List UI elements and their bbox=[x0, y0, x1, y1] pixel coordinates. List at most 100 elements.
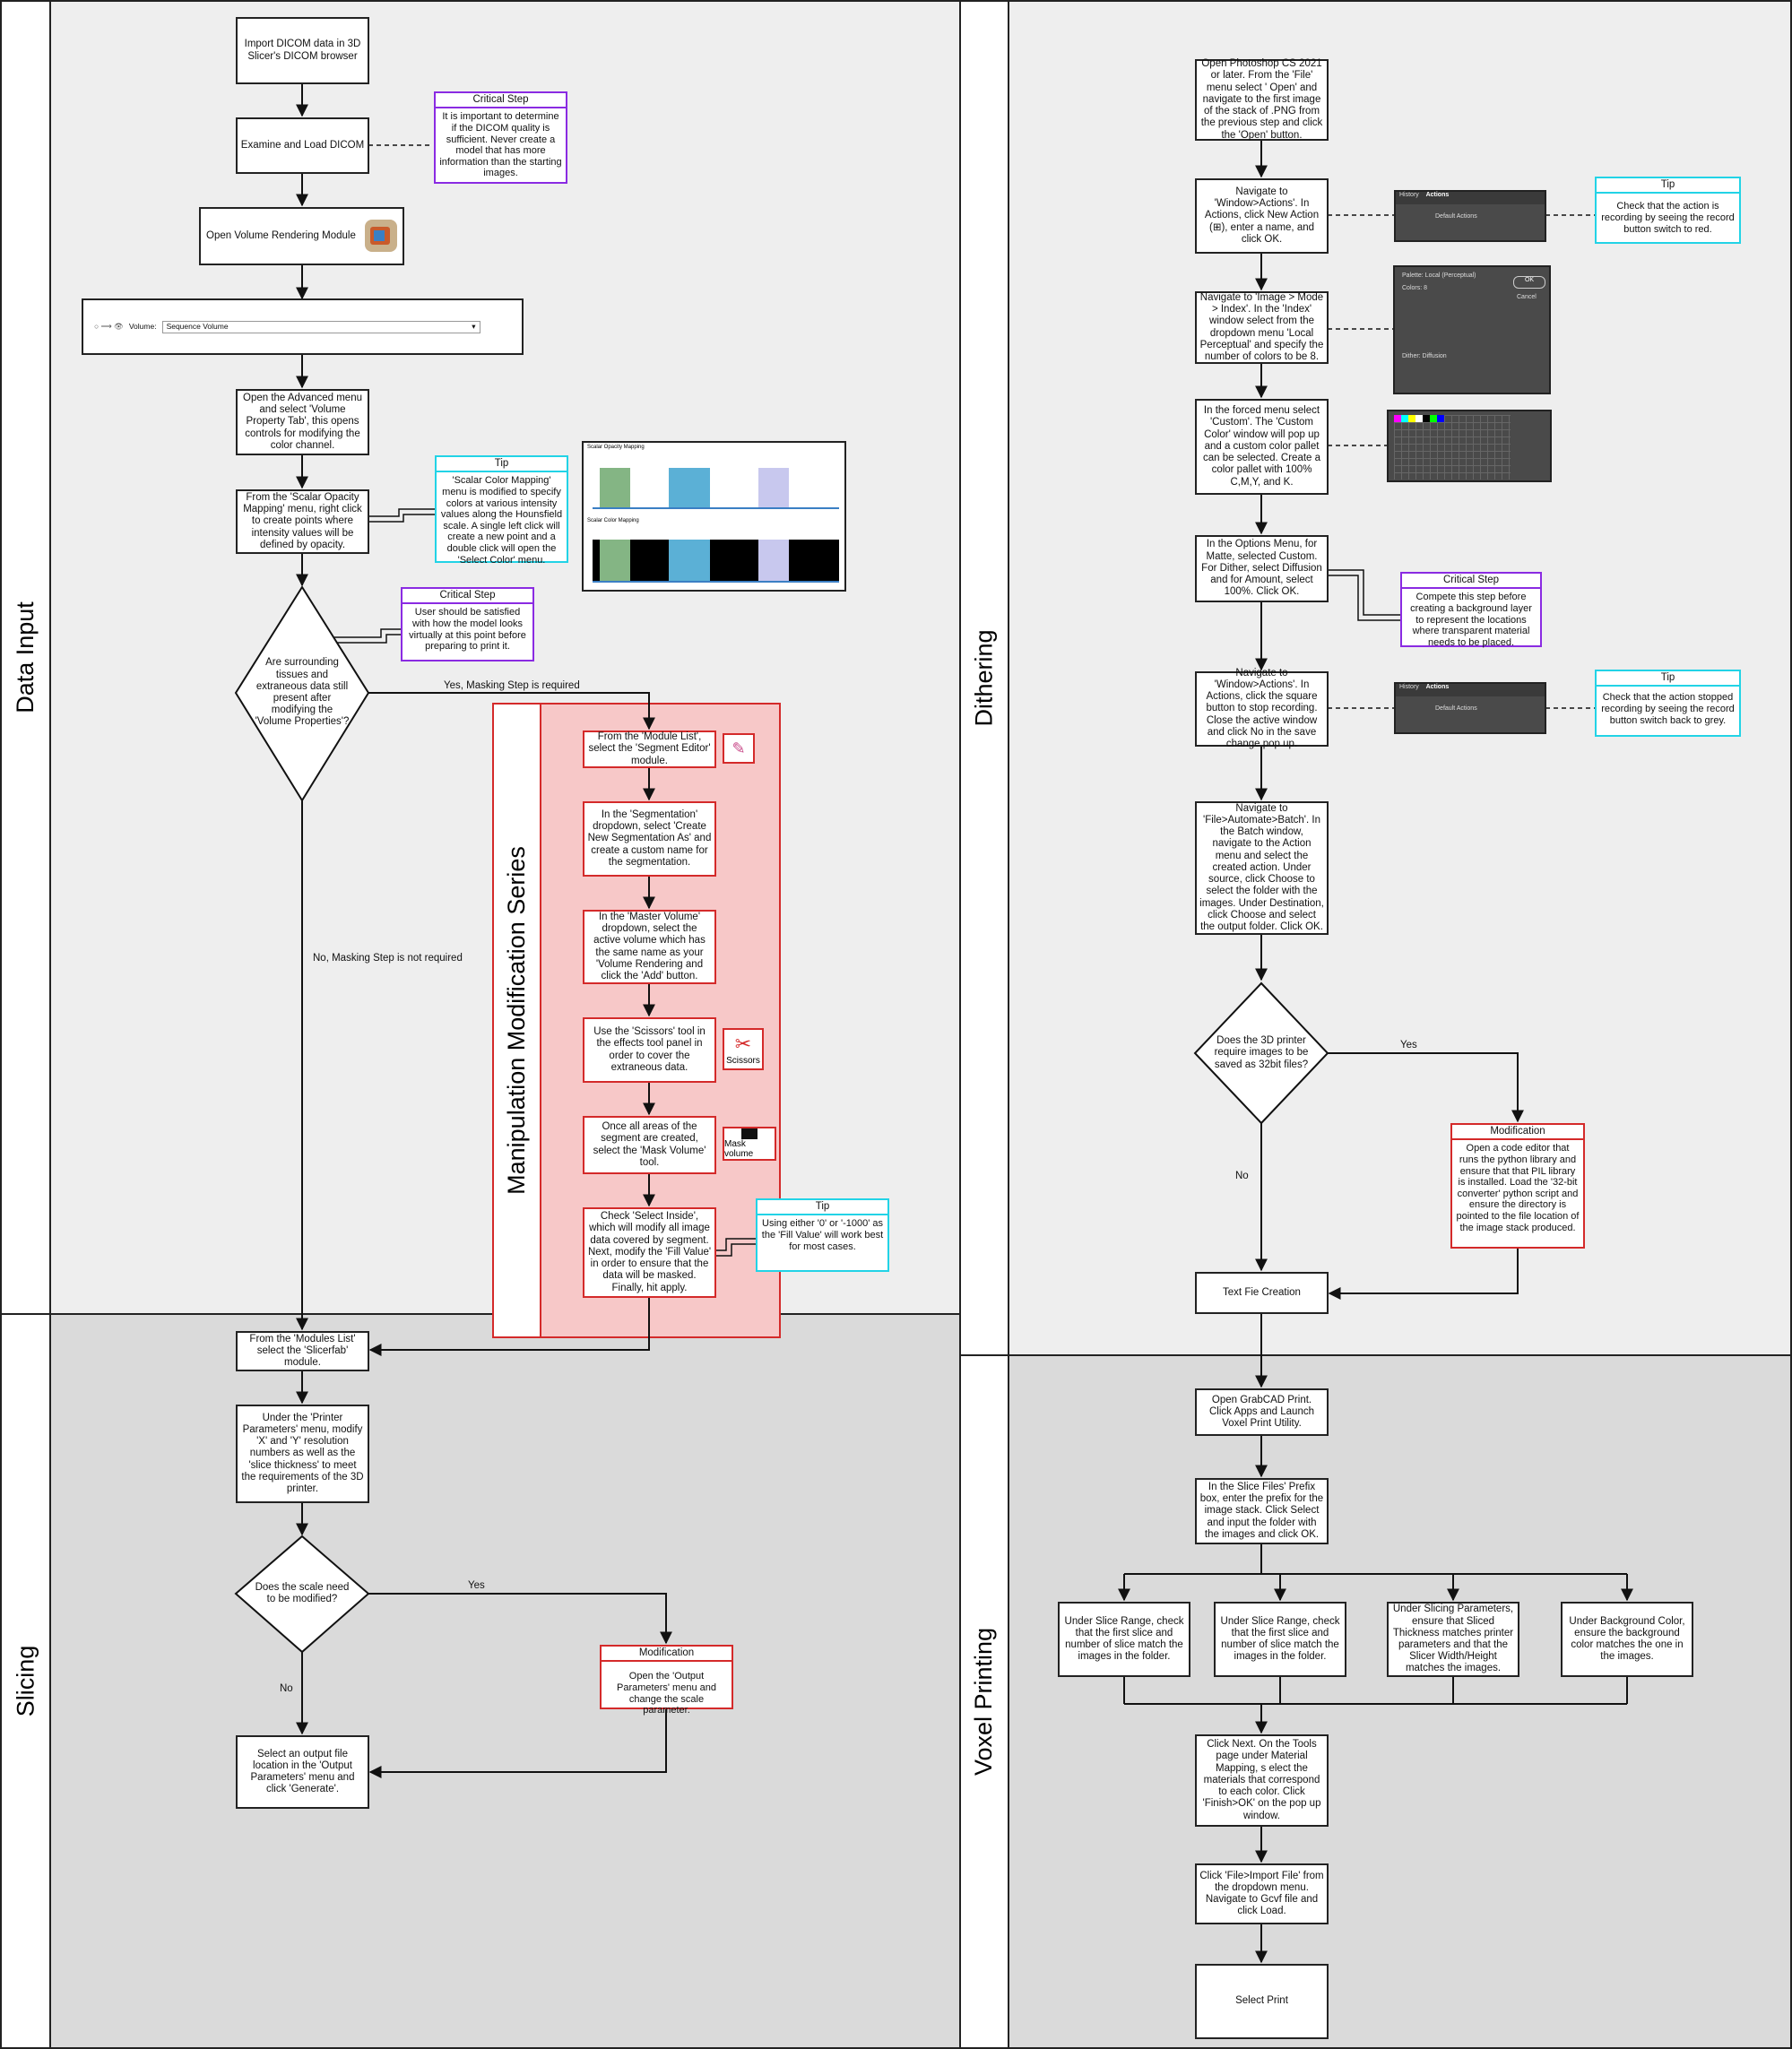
manip-step-scissors: Use the 'Scissors' tool in the effects t… bbox=[583, 1017, 716, 1083]
chevron-down-icon: ▾ bbox=[472, 321, 476, 331]
actions-panel-screenshot: History Actions Default Actions bbox=[1394, 190, 1546, 242]
volume-dropdown[interactable]: Sequence Volume ▾ bbox=[161, 320, 480, 333]
color-swatch-lavender bbox=[758, 540, 789, 581]
step-examine-load-dicom: Examine and Load DICOM bbox=[236, 117, 369, 174]
modification-note-scale: Modification Open the 'Output Parameters… bbox=[600, 1645, 733, 1716]
edge-label-no-masking: No, Masking Step is not required bbox=[313, 953, 463, 964]
color-swatch-green bbox=[600, 468, 630, 507]
edge-label-no-scale: No bbox=[280, 1683, 293, 1694]
dither-step-stop-recording: Navigate to 'Window>Actions'. In Actions… bbox=[1195, 668, 1329, 749]
note-body: Compete this step before creating a back… bbox=[1410, 592, 1532, 648]
manip-step-segmentation: In the 'Segmentation' dropdown, select '… bbox=[583, 801, 716, 877]
manipulation-series-label: Manipulation Modification Series bbox=[492, 703, 541, 1338]
decision-surrounding-tissues bbox=[234, 585, 370, 802]
voxel-step-material-mapping: Click Next. On the Tools page under Mate… bbox=[1195, 1734, 1329, 1827]
voxel-step-slice-prefix: In the Slice Files' Prefix box, enter th… bbox=[1195, 1478, 1329, 1544]
cancel-button[interactable]: Cancel bbox=[1517, 294, 1537, 300]
color-swatch-lavender bbox=[758, 468, 789, 507]
note-link bbox=[334, 628, 401, 638]
manip-step-mask-volume: Once all areas of the segment are create… bbox=[583, 1116, 716, 1174]
modification-note-32bit: Modification Open a code editor that run… bbox=[1450, 1123, 1585, 1249]
critical-step-note-3: Critical Step Compete this step before c… bbox=[1400, 572, 1542, 648]
edge-from-modification-2 bbox=[1328, 1249, 1519, 1300]
dither-step-open-photoshop: Open Photoshop CS 2021 or later. From th… bbox=[1195, 58, 1329, 141]
note-link bbox=[334, 634, 401, 644]
edge-yes-scale bbox=[368, 1593, 672, 1645]
color-swatch-blue bbox=[669, 468, 710, 507]
color-swatch-blue bbox=[669, 540, 710, 581]
edge-label-yes-scale: Yes bbox=[468, 1580, 485, 1591]
eye-toggle-icon[interactable]: ○ ⟶ 👁 bbox=[94, 321, 124, 331]
volume-dropdown-value: Sequence Volume bbox=[166, 321, 229, 331]
dither-step-batch: Navigate to 'File>Automate>Batch'. In th… bbox=[1195, 801, 1329, 935]
actions-tab[interactable]: Actions bbox=[1425, 684, 1450, 690]
scalar-opacity-caption: Scalar Opacity Mapping bbox=[587, 445, 645, 450]
scalar-color-caption: Scalar Color Mapping bbox=[587, 518, 639, 523]
dither-step-image-mode: Navigate to 'Image > Mode > Index'. In t… bbox=[1195, 291, 1329, 364]
history-tab[interactable]: History bbox=[1399, 684, 1419, 690]
edge-yes-masking bbox=[368, 692, 655, 731]
critical-step-note-2: Critical Step User should be satisfied w… bbox=[401, 587, 534, 661]
dither-step-custom-palette: In the forced menu select 'Custom'. The … bbox=[1195, 399, 1329, 495]
decision-32bit-text: Does the 3D printer require images to be… bbox=[1214, 1035, 1309, 1070]
colors-field: Colors: 8 bbox=[1402, 285, 1428, 291]
note-title: Modification bbox=[602, 1647, 732, 1663]
actions-panel-tabs: History Actions bbox=[1396, 684, 1545, 696]
step-open-volume-rendering-label: Open Volume Rendering Module bbox=[206, 229, 356, 241]
dither-step-text-file-creation: Text Fie Creation bbox=[1195, 1272, 1329, 1314]
default-actions-row[interactable]: Default Actions bbox=[1435, 213, 1477, 220]
critical-step-note-1: Critical Step It is important to determi… bbox=[434, 91, 567, 184]
note-body: Check that the action stopped recording … bbox=[1601, 692, 1735, 726]
mask-volume-icon-label: Mask volume bbox=[724, 1139, 754, 1159]
lane-voxel-printing bbox=[959, 1354, 1792, 2049]
actions-panel-screenshot-2: History Actions Default Actions bbox=[1394, 682, 1546, 734]
voxel-step-background-color: Under Background Color, ensure the backg… bbox=[1561, 1602, 1693, 1677]
decision-scale bbox=[234, 1535, 370, 1654]
voxel-step-slice-range-1: Under Slice Range, check that the first … bbox=[1058, 1602, 1190, 1677]
volume-label: Volume: bbox=[128, 321, 157, 331]
edge-to-slicerfab bbox=[368, 1298, 650, 1356]
lane-label-dithering: Dithering bbox=[959, 0, 1009, 1356]
note-title: Tip bbox=[757, 1200, 887, 1216]
note-link bbox=[1328, 569, 1400, 616]
note-link bbox=[1328, 575, 1400, 621]
history-tab[interactable]: History bbox=[1399, 192, 1419, 198]
tip-note-1: Tip 'Scalar Color Mapping' menu is modif… bbox=[435, 455, 568, 566]
note-body: 'Scalar Color Mapping' menu is modified … bbox=[440, 475, 563, 566]
edge-label-yes-masking: Yes, Masking Step is required bbox=[444, 680, 580, 691]
manip-step-select-inside: Check 'Select Inside', which will modify… bbox=[583, 1207, 716, 1298]
note-title: Critical Step bbox=[1402, 574, 1540, 590]
voxel-step-import-file: Click 'File>Import File' from the dropdo… bbox=[1195, 1863, 1329, 1924]
manip-step-segment-editor: From the 'Module List', select the 'Segm… bbox=[583, 731, 716, 768]
voxel-step-select-print[interactable]: Select Print bbox=[1195, 1964, 1329, 2039]
note-title: Tip bbox=[437, 457, 567, 473]
dither-step-options-menu: In the Options Menu, for Matte, selected… bbox=[1195, 535, 1329, 602]
mask-volume-icon: Mask volume bbox=[723, 1127, 776, 1161]
step-advanced-menu: Open the Advanced menu and select 'Volum… bbox=[236, 389, 369, 455]
note-body: It is important to determine if the DICO… bbox=[439, 111, 562, 179]
color-bars bbox=[593, 540, 839, 583]
palette-swatches bbox=[1394, 415, 1444, 422]
decision-surrounding-tissues-text: Are surrounding tissues and extraneous d… bbox=[255, 657, 350, 728]
opacity-bars bbox=[593, 468, 839, 509]
volume-rendering-module-icon bbox=[365, 220, 397, 252]
default-actions-row[interactable]: Default Actions bbox=[1435, 705, 1477, 712]
decision-32bit bbox=[1193, 981, 1329, 1125]
edge-label-no-32bit: No bbox=[1235, 1171, 1249, 1181]
step-output-file: Select an output file location in the 'O… bbox=[236, 1735, 369, 1809]
color-swatch-green bbox=[600, 540, 630, 581]
note-link bbox=[715, 1243, 756, 1257]
scalar-mapping-screenshot: Scalar Opacity Mapping Scalar Color Mapp… bbox=[582, 441, 846, 592]
actions-tab[interactable]: Actions bbox=[1425, 192, 1450, 198]
lane-label-slicing: Slicing bbox=[0, 1313, 51, 2049]
ok-button[interactable]: OK bbox=[1513, 276, 1545, 289]
note-link bbox=[368, 514, 435, 523]
step-scalar-opacity: From the 'Scalar Opacity Mapping' menu, … bbox=[236, 489, 369, 554]
voxel-step-slice-range-2: Under Slice Range, check that the first … bbox=[1214, 1602, 1346, 1677]
manip-step-master-volume: In the 'Master Volume' dropdown, select … bbox=[583, 910, 716, 984]
note-title: Modification bbox=[1452, 1125, 1583, 1141]
note-link bbox=[715, 1238, 756, 1251]
tip-note-record-grey: Tip Check that the action stopped record… bbox=[1595, 670, 1741, 737]
